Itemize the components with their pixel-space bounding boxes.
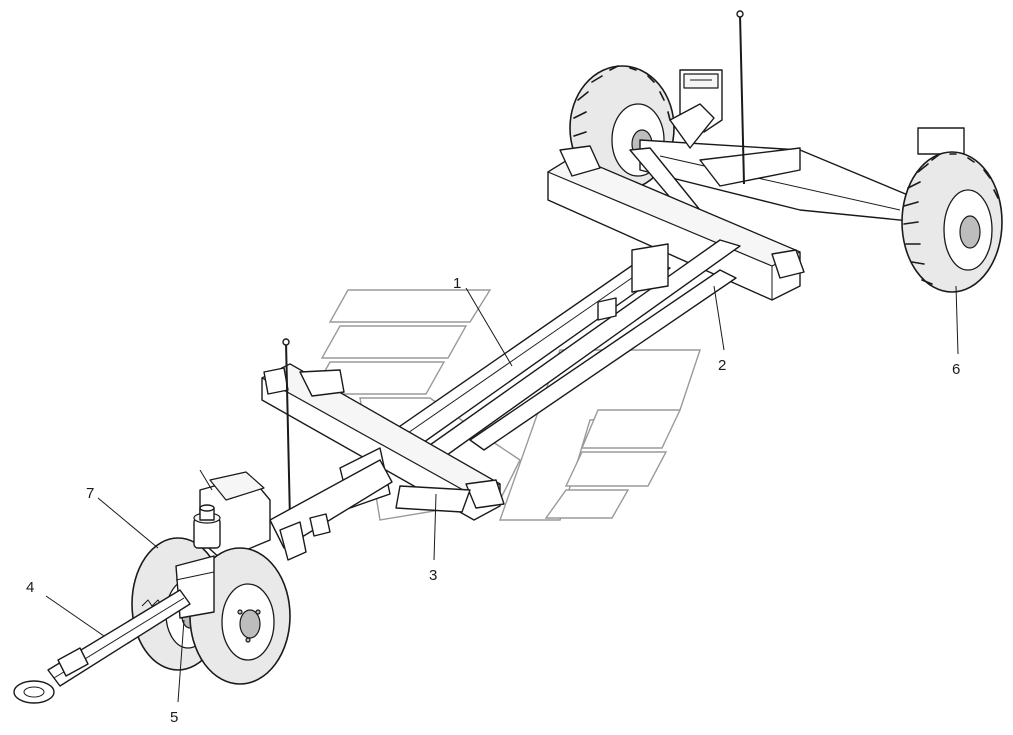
callout-2: 2 [718,357,726,374]
main-frame-beams [379,239,741,461]
rear-axle-assembly [547,103,921,301]
front-mast-rod [282,338,291,521]
rear-right-wheel [901,127,1003,293]
leader-3 [433,493,437,561]
leader-5 [177,619,185,703]
leader-6 [955,285,959,355]
callout-1: 1 [453,275,461,292]
leader-4 [45,595,105,637]
turntable-kingpin [193,469,271,561]
front-right-wheel [189,547,291,685]
rear-mast-rod [736,10,745,185]
callout-3: 3 [429,567,437,584]
leader-7 [97,497,159,549]
leader-lines [45,285,959,703]
callout-6: 6 [952,361,960,378]
leader-2 [713,285,725,351]
tow-bar [13,589,191,704]
callout-labels: 1 2 3 4 5 6 7 [26,275,960,726]
front-drawbar [269,459,393,561]
callout-4: 4 [26,579,34,596]
callout-5: 5 [170,709,178,726]
callout-7: 7 [86,485,94,502]
leader-1 [465,287,513,367]
